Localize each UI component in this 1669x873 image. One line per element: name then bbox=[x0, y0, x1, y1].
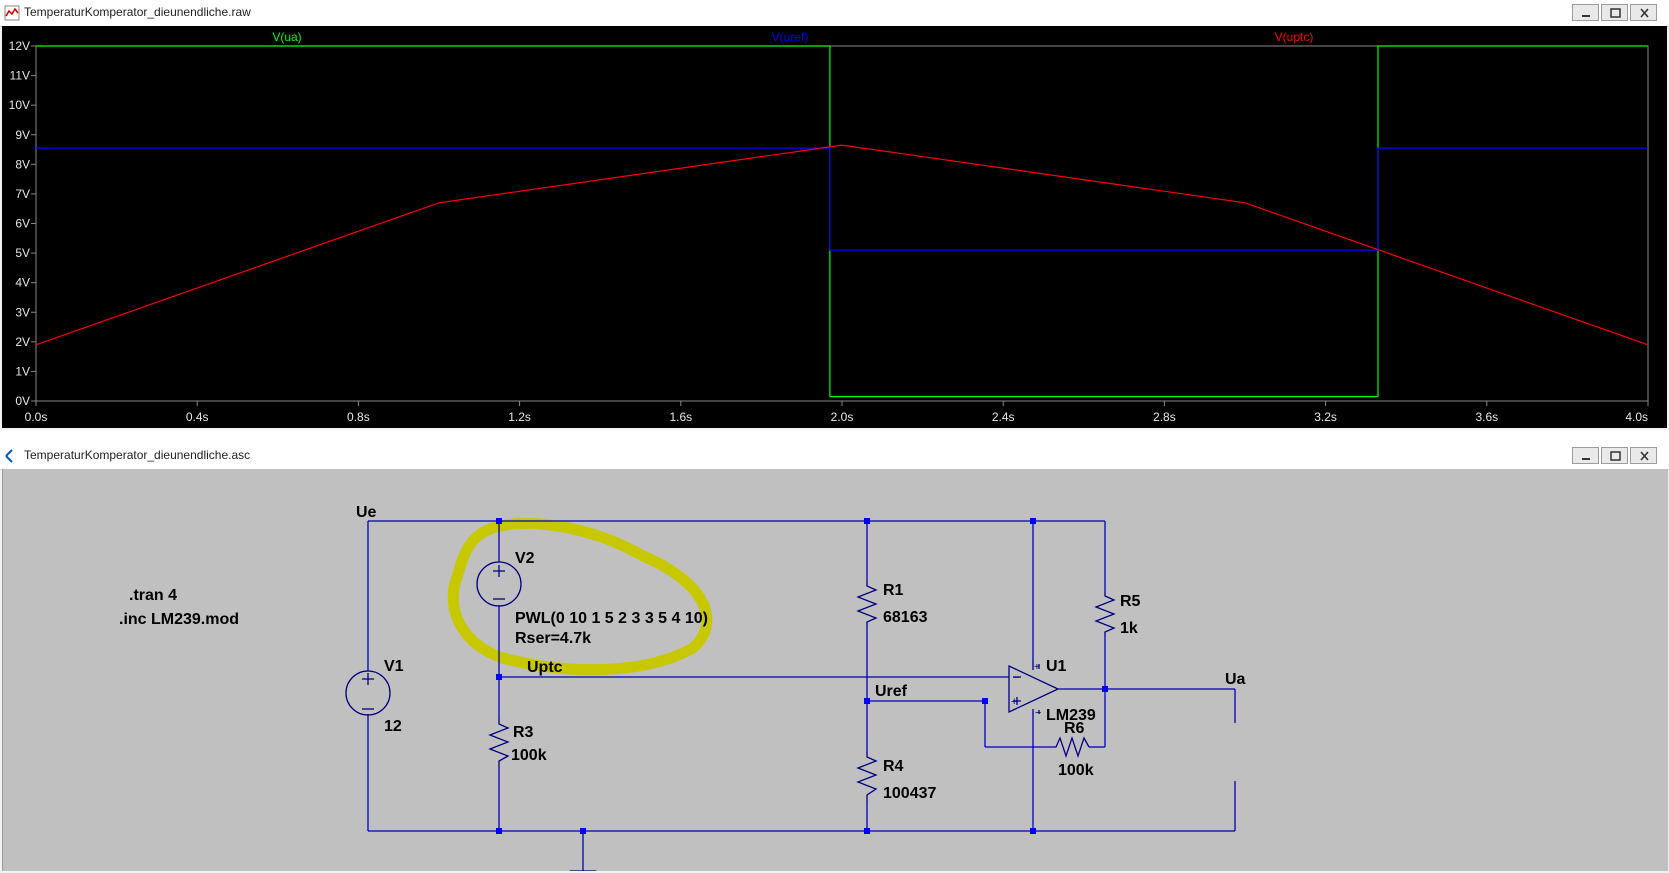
r6-name: R6 bbox=[1064, 720, 1085, 737]
r4-name: R4 bbox=[883, 758, 904, 775]
directive-inc[interactable]: .inc LM239.mod bbox=[119, 611, 239, 628]
r3-value[interactable]: 100k bbox=[511, 747, 547, 764]
restore-icon bbox=[1610, 8, 1621, 18]
restore-icon bbox=[1610, 451, 1621, 461]
plot-area-frame bbox=[35, 45, 1649, 402]
net-label-ue[interactable]: Ue bbox=[356, 504, 377, 521]
trace-vuref[interactable] bbox=[36, 147, 1648, 251]
u1-plus-sign: + bbox=[1034, 662, 1040, 673]
r3-name: R3 bbox=[513, 724, 534, 741]
close-icon bbox=[1640, 8, 1649, 18]
waveform-plot[interactable]: 0V 1V 2V 3V 4V 5V 6V 7V 8V 9V 10V 11V 12V 0.0s 0.4s 0.… bbox=[2, 26, 1667, 428]
minimize-icon bbox=[1582, 15, 1590, 17]
v1-name: V1 bbox=[384, 658, 404, 675]
r6-resistor[interactable] bbox=[1052, 735, 1090, 759]
schematic-window-title: TemperaturKomperator_dieunendliche.asc bbox=[24, 448, 251, 462]
restore-button[interactable] bbox=[1601, 447, 1628, 464]
y-tick-label: 11V bbox=[10, 69, 30, 83]
net-label-uref[interactable]: Uref bbox=[875, 683, 908, 700]
x-tick-label: 4.0s bbox=[1625, 410, 1648, 424]
y-tick-label: 7V bbox=[15, 187, 30, 201]
schematic-titlebar[interactable]: TemperaturKomperator_dieunendliche.asc bbox=[0, 443, 1669, 470]
waveform-window: TemperaturKomperator_dieunendliche.raw 0… bbox=[0, 0, 1669, 430]
r1-value[interactable]: 68163 bbox=[883, 609, 928, 626]
r5-resistor[interactable] bbox=[1094, 591, 1116, 636]
schematic-app-icon bbox=[5, 449, 13, 463]
r1-name: R1 bbox=[883, 582, 904, 599]
x-tick-label: 0.4s bbox=[186, 410, 209, 424]
trace-vua[interactable] bbox=[36, 45, 1648, 398]
v2-rser[interactable]: Rser=4.7k bbox=[515, 630, 591, 647]
minimize-button[interactable] bbox=[1572, 447, 1599, 464]
wires bbox=[367, 520, 1236, 871]
y-tick-label: 3V bbox=[15, 305, 30, 319]
u1-plus-input-sign: + bbox=[1011, 696, 1017, 708]
trace-label-vuptc[interactable]: V(uptc) bbox=[1275, 30, 1314, 44]
u1-value[interactable]: LM239 bbox=[1046, 707, 1096, 724]
r3-resistor[interactable] bbox=[488, 718, 510, 767]
x-tick-label: 2.4s bbox=[992, 410, 1015, 424]
u1-name: U1 bbox=[1046, 658, 1067, 675]
x-tick-label: 3.6s bbox=[1475, 410, 1498, 424]
x-tick-label: 3.2s bbox=[1314, 410, 1337, 424]
x-tick-label: 1.2s bbox=[508, 410, 531, 424]
y-tick-label: 0V bbox=[15, 394, 30, 408]
trace-label-vua[interactable]: V(ua) bbox=[272, 30, 301, 44]
u1-comparator[interactable] bbox=[1008, 659, 1060, 715]
y-tick-label: 1V bbox=[15, 364, 30, 378]
trace-vuptc[interactable] bbox=[35, 144, 1649, 346]
v1-value[interactable]: 12 bbox=[384, 718, 402, 735]
y-tick-label: 12V bbox=[9, 39, 30, 53]
u1-minus-sign: − bbox=[1013, 672, 1019, 684]
restore-button[interactable] bbox=[1601, 4, 1628, 21]
v2-value[interactable]: PWL(0 10 1 5 2 3 3 5 4 10) bbox=[515, 610, 708, 627]
x-tick-label: 0.8s bbox=[347, 410, 370, 424]
v2-highlight-marker bbox=[447, 517, 713, 676]
directive-tran[interactable]: .tran 4 bbox=[129, 587, 177, 604]
v1-voltage-source[interactable] bbox=[345, 670, 391, 716]
schematic-drawing[interactable]: − + + − .tran 4 .inc LM239.mod Ue Uptc U… bbox=[3, 469, 1668, 871]
r4-value[interactable]: 100437 bbox=[883, 785, 936, 802]
x-tick-label: 2.8s bbox=[1153, 410, 1176, 424]
trace-label-vuref[interactable]: V(uref) bbox=[772, 30, 809, 44]
schematic-canvas[interactable]: − + + − .tran 4 .inc LM239.mod Ue Uptc U… bbox=[2, 469, 1668, 871]
y-tick-label: 4V bbox=[15, 276, 30, 290]
v2-name: V2 bbox=[515, 550, 535, 567]
close-icon bbox=[1640, 451, 1649, 461]
x-tick-label: 0.0s bbox=[25, 410, 48, 424]
r5-value[interactable]: 1k bbox=[1120, 620, 1138, 637]
y-tick-label: 2V bbox=[15, 335, 30, 349]
y-tick-label: 5V bbox=[15, 246, 30, 260]
r6-value[interactable]: 100k bbox=[1058, 762, 1094, 779]
r1-resistor[interactable] bbox=[856, 581, 878, 626]
close-button[interactable] bbox=[1630, 447, 1657, 464]
y-tick-label: 9V bbox=[15, 128, 30, 142]
v2-voltage-source[interactable] bbox=[476, 561, 522, 607]
schematic-window: TemperaturKomperator_dieunendliche.asc bbox=[0, 443, 1669, 873]
r5-name: R5 bbox=[1120, 593, 1141, 610]
r4-resistor[interactable] bbox=[856, 751, 878, 802]
waveform-titlebar[interactable]: TemperaturKomperator_dieunendliche.raw bbox=[0, 0, 1669, 27]
u1-minus-rail-sign: − bbox=[1035, 707, 1041, 719]
waveform-window-title: TemperaturKomperator_dieunendliche.raw bbox=[24, 5, 251, 19]
minimize-button[interactable] bbox=[1572, 4, 1599, 21]
x-tick-label: 1.6s bbox=[669, 410, 692, 424]
net-label-uptc[interactable]: Uptc bbox=[527, 659, 563, 676]
waveform-pane[interactable]: 0V 1V 2V 3V 4V 5V 6V 7V 8V 9V 10V 11V 12V 0.0s 0.4s 0.… bbox=[2, 26, 1667, 428]
y-tick-label: 6V bbox=[15, 217, 30, 231]
y-tick-label: 8V bbox=[15, 157, 30, 171]
junctions bbox=[496, 518, 1108, 834]
net-label-ua[interactable]: Ua bbox=[1225, 671, 1246, 688]
y-tick-label: 10V bbox=[9, 98, 30, 112]
x-tick-label: 2.0s bbox=[831, 410, 854, 424]
close-button[interactable] bbox=[1630, 4, 1657, 21]
minimize-icon bbox=[1582, 458, 1590, 460]
waveform-app-icon bbox=[4, 5, 20, 21]
